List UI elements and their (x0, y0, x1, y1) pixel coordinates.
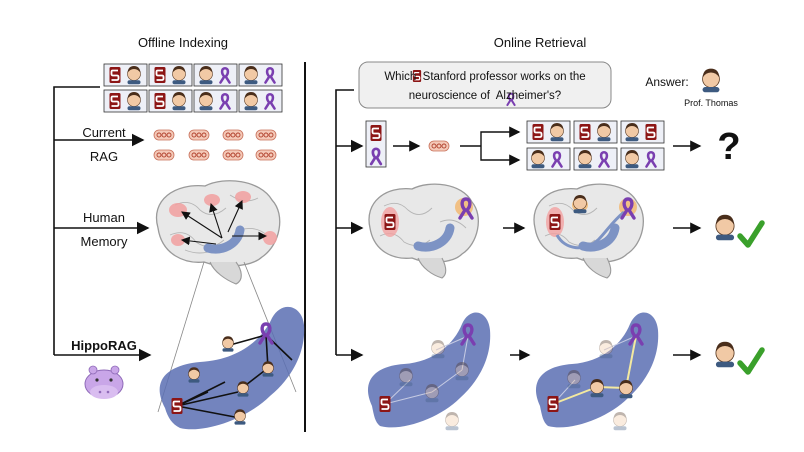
query-text-line1: Which Stanford professor works on the (384, 71, 585, 83)
checkmark-icon (740, 350, 762, 372)
knowledge-graph (367, 312, 491, 431)
brain-icon (155, 180, 281, 285)
query-text-line2: neuroscience of Alzheimer's? (409, 90, 561, 102)
retrieved-passages (526, 120, 665, 171)
hippocampus (203, 225, 245, 254)
passage-embeddings (153, 129, 277, 161)
question-mark-icon: ? (717, 126, 740, 168)
brain-icon (533, 183, 644, 279)
query-box (358, 61, 612, 109)
online-retrieval-title: Online Retrieval (494, 35, 587, 50)
answer-name: Prof. Thomas (684, 98, 738, 108)
brain-icon (368, 183, 479, 279)
human-memory-label-line1: Human (83, 210, 125, 225)
passage-cards (103, 63, 283, 113)
rag-query-entities (365, 120, 387, 168)
answer-person-icon (715, 214, 735, 241)
knowledge-graph (159, 306, 305, 430)
query-embedding (428, 140, 450, 152)
knowledge-graph (535, 312, 659, 431)
offline-indexing-title: Offline Indexing (138, 35, 228, 50)
hippo-icon (84, 365, 124, 399)
answer-person-icon (715, 341, 735, 368)
current-rag-label-line1: Current (82, 125, 126, 140)
answer-person-icon (701, 67, 721, 93)
hipporag-label: HippoRAG (71, 338, 137, 353)
human-memory-label-line2: Memory (81, 234, 128, 249)
checkmark-icon (740, 223, 762, 245)
arrow-icon (460, 126, 521, 166)
current-rag-label-line2: RAG (90, 149, 118, 164)
left-connector (53, 86, 152, 362)
answer-label: Answer: (645, 75, 688, 89)
right-connector (335, 89, 364, 362)
